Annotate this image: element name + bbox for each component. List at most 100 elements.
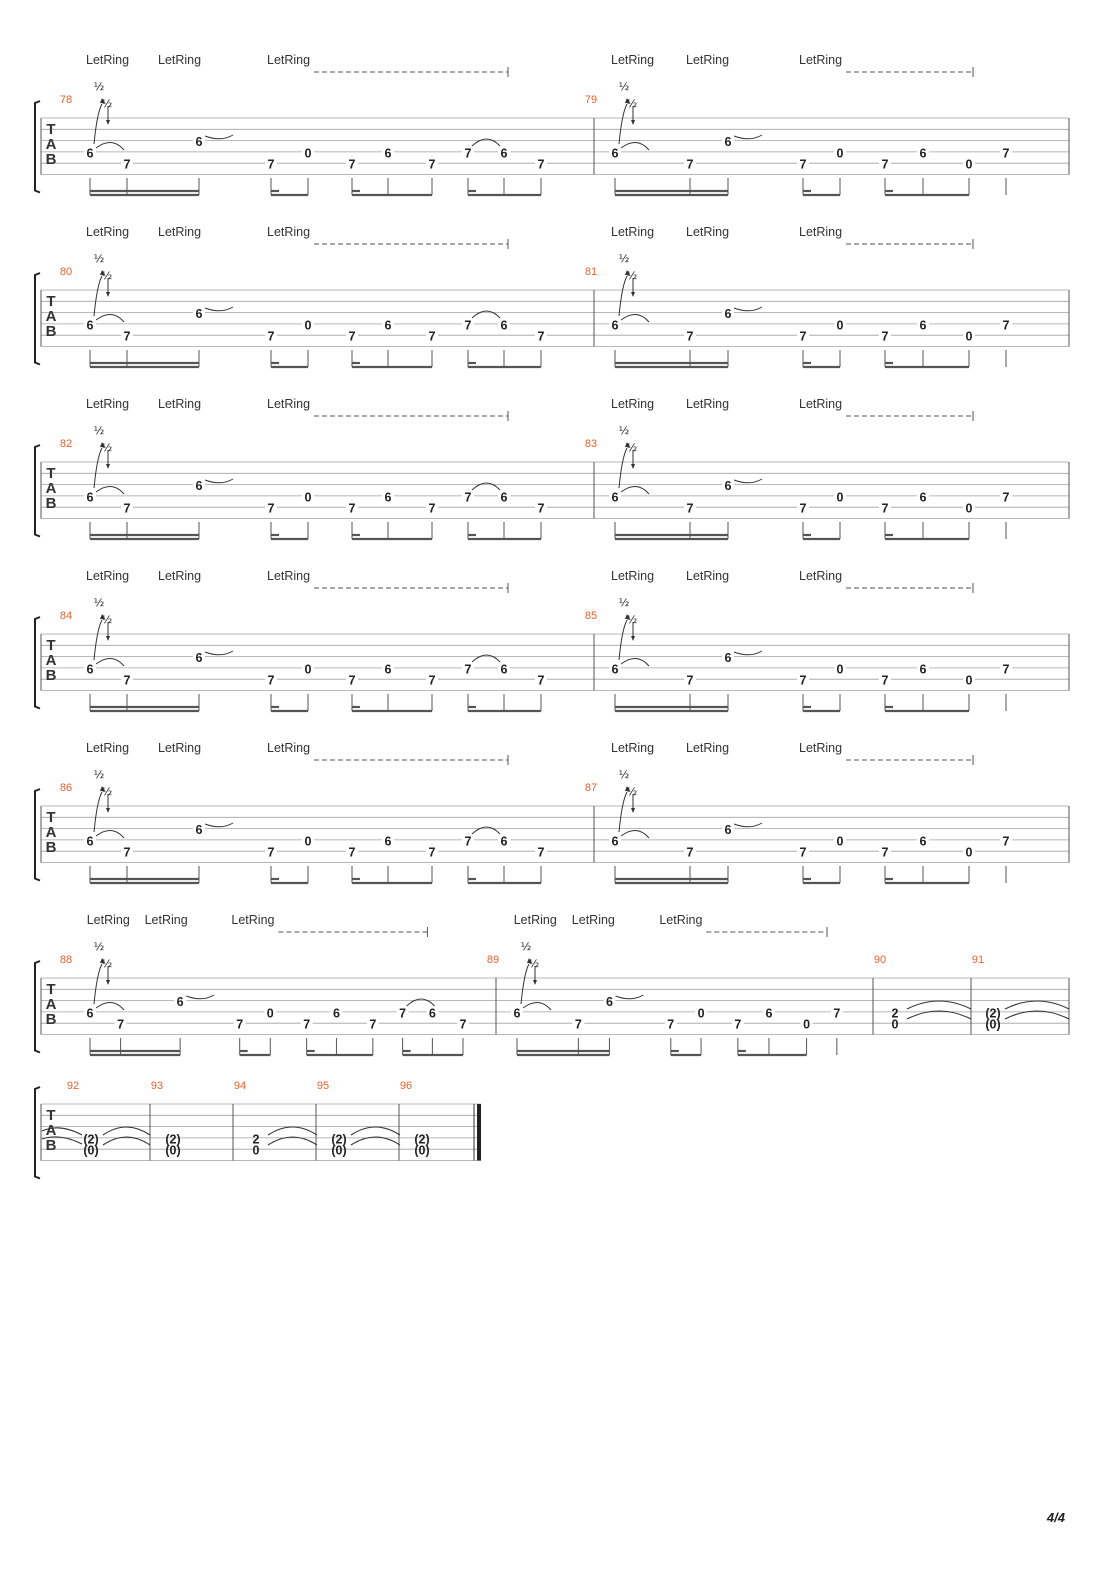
let-ring-label: LetRing — [799, 397, 842, 411]
fret-number: 0 — [698, 1006, 705, 1020]
fret-number: 7 — [124, 674, 131, 688]
system-bracket — [34, 444, 41, 538]
bend-arrowhead — [100, 98, 105, 103]
slur-arc — [620, 830, 650, 839]
fret-background — [830, 1006, 843, 1020]
measure-number: 91 — [972, 954, 984, 966]
slur-arc — [95, 486, 125, 495]
fret-number: 7 — [429, 846, 436, 860]
let-ring-label: LetRing — [86, 53, 129, 67]
fret-background — [963, 501, 975, 515]
let-ring-label: LetRing — [87, 913, 130, 927]
tie-arc — [102, 1126, 151, 1136]
fret-number: 7 — [882, 846, 889, 860]
fret-number: 7 — [124, 846, 131, 860]
bend-amount-label: ½ — [102, 785, 113, 798]
fret-number: 7 — [687, 330, 694, 344]
fret-number: 7 — [349, 158, 356, 172]
slur-arc — [620, 658, 650, 667]
fret-number: 7 — [538, 674, 545, 688]
measure-number: 89 — [487, 954, 499, 966]
system-bracket — [34, 616, 41, 710]
slur-arc — [95, 1002, 125, 1011]
fret-number: 6 — [501, 834, 508, 848]
fret-number: 0 — [966, 502, 973, 516]
fret-background — [302, 834, 314, 848]
bend-arrowhead — [100, 786, 105, 791]
slur-arc — [522, 1002, 552, 1011]
bend-arrowhead — [625, 614, 630, 619]
bend-amount-label: ½ — [627, 785, 638, 798]
fret-background — [603, 995, 616, 1009]
fret-background — [302, 318, 314, 332]
let-ring-label: LetRing — [799, 569, 842, 583]
fret-number: 6 — [87, 146, 94, 160]
tie-arc — [906, 1000, 972, 1010]
bend-arrow — [93, 791, 103, 833]
let-ring-label: LetRing — [799, 741, 842, 755]
tab-clef-a: A — [46, 1122, 57, 1139]
let-ring-label: LetRing — [686, 225, 729, 239]
fret-background — [264, 1006, 277, 1020]
bend-arrowhead — [527, 958, 532, 963]
let-ring-label: LetRing — [86, 397, 129, 411]
fret-background — [797, 845, 809, 859]
tie-arc — [350, 1136, 401, 1146]
bend-arrowhead — [100, 270, 105, 275]
tab-clef-t: T — [46, 121, 55, 138]
fret-number: 7 — [349, 502, 356, 516]
let-ring-label: LetRing — [267, 569, 310, 583]
fret-background — [346, 845, 358, 859]
fret-number: 6 — [501, 146, 508, 160]
let-ring-label: LetRing — [611, 53, 654, 67]
measure-number: 80 — [60, 266, 72, 278]
fret-number: 0 — [837, 662, 844, 676]
measure-number: 78 — [60, 94, 72, 106]
fret-background — [963, 845, 975, 859]
fret-number: (0) — [331, 1144, 346, 1158]
tie-arc — [615, 994, 644, 1000]
fret-background — [302, 490, 314, 504]
fret-background — [1000, 490, 1012, 504]
tie-arc — [185, 994, 215, 1000]
fret-number: 7 — [349, 330, 356, 344]
fret-background — [879, 845, 891, 859]
let-ring-label: LetRing — [86, 741, 129, 755]
fret-number: 7 — [1003, 662, 1010, 676]
fret-number: 7 — [833, 1006, 840, 1020]
measure-number: 83 — [585, 438, 597, 450]
fret-background — [84, 662, 96, 676]
fret-background — [302, 662, 314, 676]
fret-number: 7 — [882, 674, 889, 688]
release-arrowhead — [106, 808, 110, 813]
fret-background — [382, 834, 394, 848]
tie-arc — [350, 1126, 401, 1136]
fret-background — [346, 501, 358, 515]
fret-background — [84, 490, 96, 504]
fret-background — [498, 662, 510, 676]
fret-background — [193, 823, 205, 837]
fret-number: 6 — [177, 995, 184, 1009]
fret-background — [797, 501, 809, 515]
release-arrowhead — [106, 636, 110, 641]
fret-background — [193, 651, 205, 665]
fret-background — [193, 479, 205, 493]
fret-number: 7 — [800, 502, 807, 516]
fret-background — [609, 834, 621, 848]
tie-arc — [471, 826, 501, 835]
fret-background — [684, 157, 696, 171]
tab-clef-t: T — [46, 637, 55, 654]
tab-clef-a: A — [46, 480, 57, 497]
tab-clef-a: A — [46, 996, 57, 1013]
fret-background — [121, 157, 133, 171]
tie-arc — [471, 482, 501, 491]
system-bracket — [34, 1086, 41, 1180]
fret-background — [917, 318, 929, 332]
bend-arrow — [93, 275, 103, 317]
fret-number: (2) — [165, 1132, 180, 1146]
slur-arc — [620, 142, 650, 151]
tab-clef-b: B — [46, 1137, 57, 1154]
fret-number: 7 — [538, 330, 545, 344]
